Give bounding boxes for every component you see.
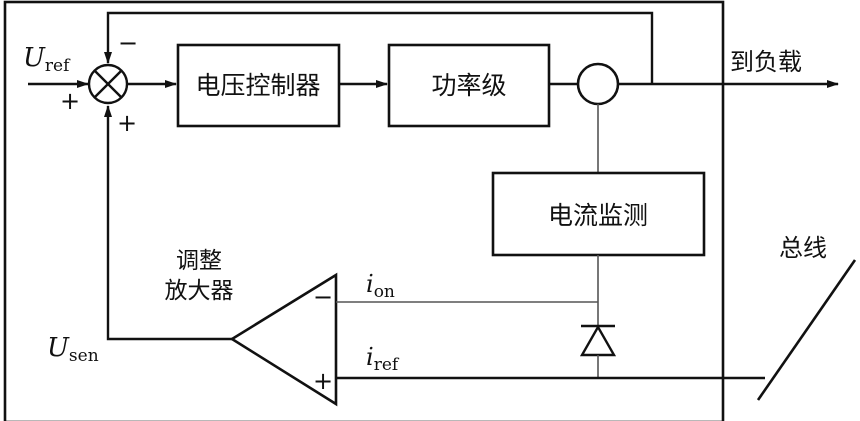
bus-line	[756, 259, 857, 401]
bus-label: 总线	[779, 234, 827, 262]
voltage-controller-block	[176, 43, 341, 128]
sum-left-plus-sign: +	[60, 87, 80, 115]
current-monitor-block	[491, 171, 706, 257]
u-ref-label: Uref	[23, 43, 71, 76]
amp-label-line2: 放大器	[165, 278, 234, 304]
u-sen-label: Usen	[47, 333, 99, 366]
i-ref-label: iref	[366, 343, 400, 375]
voltage-feedback-line	[104, 11, 654, 84]
power-stage-block	[387, 43, 551, 128]
current-monitor-label: 电流监测	[548, 201, 648, 230]
amp-plus-sign: +	[313, 367, 333, 395]
sum-minus-sign: −	[118, 29, 138, 57]
sum-bottom-plus-sign: +	[117, 109, 137, 137]
module-frame	[3, 0, 725, 421]
power-stage-label: 功率级	[431, 71, 506, 100]
adjust-amplifier-triangle	[229, 272, 338, 407]
diode-symbol	[579, 324, 617, 378]
summing-junction	[87, 63, 129, 105]
voltage-controller-label: 电压控制器	[195, 71, 320, 100]
sense-feedback-line	[104, 105, 232, 341]
current-sensor-circle	[576, 62, 620, 106]
i-on-label: ion	[366, 270, 395, 302]
amp-label-line1: 调整	[176, 248, 222, 274]
amp-minus-sign: −	[313, 283, 333, 311]
to-load-label: 到负载	[730, 48, 802, 76]
